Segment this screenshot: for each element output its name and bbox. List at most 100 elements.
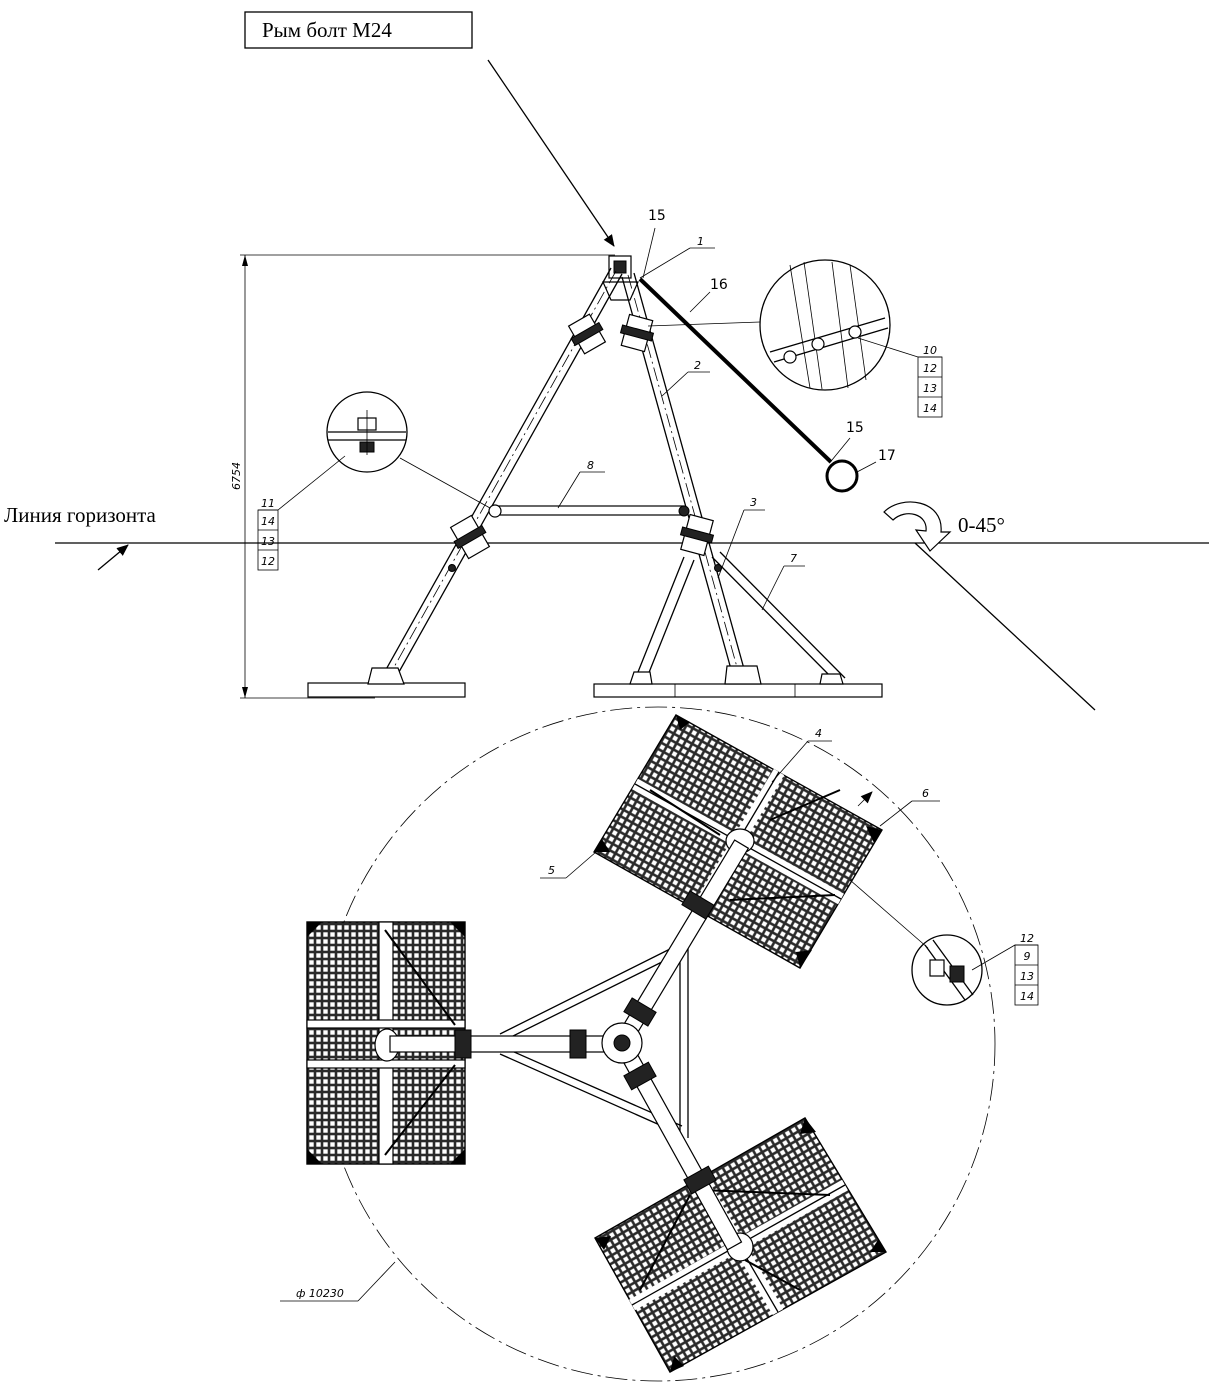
brace-3-edge-b (635, 556, 685, 678)
eyebolt-callout: Рым болт М24 (244, 11, 615, 247)
part-15-ring: 15 (846, 420, 864, 436)
detail-top-right: 10 12 13 14 (647, 259, 943, 418)
right-leg-edge-a (633, 272, 747, 677)
detail-top-label-2: 13 (923, 382, 937, 395)
top-clamp-left-outer (454, 1029, 472, 1059)
detail-top-tube-c (831, 261, 849, 389)
detail-bottom-nut-a (929, 959, 945, 977)
part-2-leader (661, 371, 689, 397)
plate-lr-corner-4 (670, 1356, 684, 1372)
part-3-leader (717, 509, 745, 579)
detail-left-label-1: 14 (261, 515, 275, 528)
brace-7-edge-b (719, 551, 846, 679)
detail-top-nut-2 (811, 337, 825, 351)
part-1: 1 (697, 235, 704, 248)
detail-left-label-3: 12 (261, 555, 275, 568)
detail-top-table (917, 356, 943, 418)
horizontal-brace-8 (495, 505, 685, 516)
plate-left-corner-4 (450, 1149, 465, 1164)
base-pedestal-brace-7 (819, 673, 844, 685)
top-brace-a2 (504, 951, 683, 1041)
ring-17 (825, 459, 859, 493)
top-part-labels: 4 6 5 (540, 727, 940, 879)
height-value: 6754 (230, 462, 243, 490)
part-7: 7 (790, 552, 797, 565)
base-plate-right (593, 683, 883, 698)
detail-top-circle (759, 259, 891, 391)
base-plate-left (307, 682, 466, 698)
detail-top-leader (647, 321, 761, 327)
part-15-top: 15 (648, 208, 666, 224)
clamp-left-lower (449, 514, 491, 560)
base-pedestal-right (724, 665, 762, 685)
tripod-side-view (307, 255, 883, 698)
plate-lr-corner-2 (800, 1118, 816, 1134)
detail-top-nut-1 (783, 350, 797, 364)
plate-left-rib-h1 (306, 1019, 466, 1029)
plate-ur-corner-3 (796, 950, 812, 968)
detail-top-tube-b (803, 261, 823, 390)
left-leg-edge-b (378, 267, 612, 683)
brace-7-edge-a (711, 556, 839, 685)
part-17: 17 (878, 448, 896, 464)
top-clamp-lr-inner (623, 1061, 657, 1091)
detail-bottom-label-0: 12 (1020, 932, 1034, 945)
height-dimension: 6754 (230, 254, 615, 699)
plate-left-diag-b (384, 1064, 456, 1156)
plate-left-diag-a (384, 929, 456, 1026)
base-plate-top-lower-right (594, 1117, 887, 1373)
diameter-leader (357, 1261, 396, 1302)
top-clamp-lr-outer (683, 1165, 717, 1195)
top-clamp-ur-outer (681, 890, 715, 920)
bolt-right-leg (714, 564, 722, 572)
horizon-arrow (97, 544, 129, 571)
detail-top-label-0: 10 (923, 344, 937, 357)
rope-16 (638, 277, 833, 464)
apex-bracket (602, 281, 639, 301)
part-7-leader (761, 565, 785, 611)
clamp-right-upper (619, 313, 655, 353)
detail-left-table (257, 509, 279, 571)
part-5-leader (565, 851, 597, 879)
plate-left-corner-1 (307, 922, 322, 937)
tilt-angle-label: 0-45° (958, 513, 1005, 537)
plate-ur-corner-1 (676, 715, 690, 730)
detail-bottom-link (849, 879, 929, 949)
detail-top-nut-3 (848, 325, 862, 339)
dim-arrow-top (242, 255, 248, 266)
detail-bottom-circle (911, 934, 983, 1006)
plate-lr-diag-c (744, 1259, 801, 1291)
part-17-leader (856, 461, 877, 473)
part-15-top-leader (642, 227, 656, 279)
plate-ur-diag-c (769, 789, 841, 821)
detail-bottom-table-leader (971, 944, 1016, 971)
dim-arrow-bottom (242, 687, 248, 698)
part-16: 16 (710, 277, 728, 293)
plate-left-corner-2 (450, 922, 465, 937)
top-brace-a1 (499, 943, 681, 1035)
base-pedestal-brace-3 (629, 671, 653, 685)
diameter-dimension: ф 10230 (280, 1261, 396, 1302)
top-hub-bolt (613, 1034, 631, 1052)
detail-bottom-table (1014, 944, 1039, 1006)
callout-box (244, 11, 473, 49)
diameter-tick (857, 791, 873, 807)
brace-3-edge-a (645, 559, 695, 681)
detail-top-tube-d (849, 264, 867, 381)
plate-left-corner-3 (307, 1149, 322, 1164)
tripod-top-view (306, 706, 996, 1382)
detail-left: 11 14 13 12 (257, 391, 491, 571)
clamp-left-upper (567, 313, 607, 355)
detail-top-label-3: 14 (923, 402, 937, 415)
brace-8-pin-right (678, 505, 690, 517)
detail-left-label-0: 11 (261, 497, 275, 510)
part-6-leader (879, 800, 913, 827)
plate-lr-corner-3 (870, 1240, 886, 1252)
horizon-label: Линия горизонта (4, 503, 157, 527)
top-brace-b1 (499, 1053, 681, 1135)
detail-left-label-2: 13 (261, 535, 275, 548)
plate-ur-diag-a (649, 789, 721, 836)
callout-text: Рым болт М24 (262, 18, 392, 42)
plate-lr-corner-1 (595, 1236, 611, 1250)
